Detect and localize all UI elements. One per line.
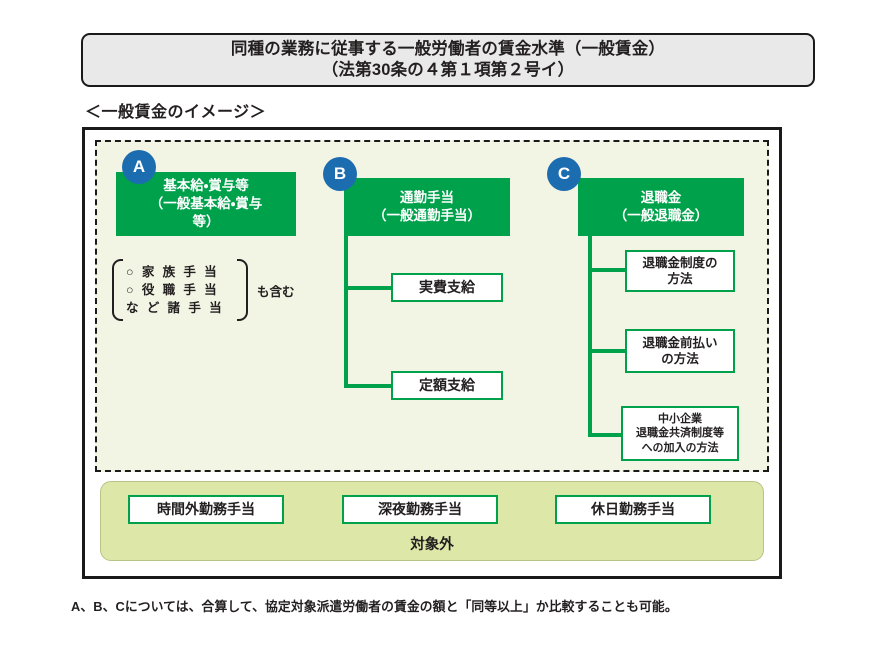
category-b-title-line-2: （一般通勤手当） [373, 208, 481, 223]
category-b-child-2[interactable]: 定額支給 [391, 371, 503, 400]
out-of-scope-label: 対象外 [410, 537, 454, 553]
allowance-group: ○ 家 族 手 当 ○ 役 職 手 当 な ど 諸 手 当 も含む [112, 259, 327, 321]
bracket-left-icon [112, 259, 123, 321]
excluded-item-1[interactable]: 時間外勤務手当 [128, 495, 284, 524]
category-c-child-2-label-line-2: の方法 [661, 352, 699, 366]
category-b-title-line-1: 通勤手当 [400, 189, 454, 205]
connector-b-trunk [344, 236, 348, 388]
page-title-line-1: 同種の業務に従事する一般労働者の賃金水準（一般賃金） [230, 39, 666, 58]
category-a-box[interactable]: 基本給・賞与等 （一般基本給・賞与 等） [116, 172, 296, 236]
category-c-child-3-label-line-1: 中小企業 [658, 413, 702, 426]
category-c-child-3[interactable]: 中小企業 退職金共済制度等 への加入の方法 [621, 406, 739, 461]
excluded-item-1-label: 時間外勤務手当 [157, 501, 255, 518]
category-c-child-1-label-line-2: 方法 [667, 272, 693, 286]
category-c-badge: C [547, 157, 581, 191]
category-c-title-line-1: 退職金 [640, 189, 682, 205]
excluded-item-3[interactable]: 休日勤務手当 [555, 495, 711, 524]
page-title-line-2: （法第30条の４第１項第２号イ） [321, 61, 575, 79]
connector-b-branch-2 [344, 384, 394, 388]
category-a-badge: A [122, 150, 156, 184]
excluded-item-2-label: 深夜勤務手当 [378, 501, 462, 518]
excluded-item-2[interactable]: 深夜勤務手当 [342, 495, 498, 524]
category-c-child-3-label-line-3: への加入の方法 [641, 441, 719, 454]
allowance-suffix-label: も含む [257, 284, 295, 299]
bracket-right-icon [237, 259, 248, 321]
allowance-item-1: ○ 家 族 手 当 [126, 264, 220, 279]
category-b-child-1-label: 実費支給 [419, 279, 475, 296]
allowance-item-3: な ど 諸 手 当 [126, 301, 224, 316]
connector-c-branch-2 [588, 349, 628, 353]
category-b-box[interactable]: 通勤手当 （一般通勤手当） [344, 178, 510, 236]
page-title-banner: 同種の業務に従事する一般労働者の賃金水準（一般賃金） （法第30条の４第１項第２… [81, 33, 815, 87]
out-of-scope-panel: 時間外勤務手当 深夜勤務手当 休日勤務手当 対象外 [100, 481, 764, 561]
category-b-child-1[interactable]: 実費支給 [391, 273, 503, 302]
connector-b-branch-1 [344, 286, 394, 290]
connector-c-branch-1 [588, 268, 628, 272]
excluded-item-3-label: 休日勤務手当 [591, 501, 675, 518]
connector-c-trunk [588, 236, 592, 437]
category-b-badge: B [323, 157, 357, 191]
category-c-title-line-2: （一般退職金） [613, 208, 709, 223]
category-c-child-2[interactable]: 退職金前払い の方法 [625, 329, 735, 373]
category-c-child-3-label-line-2: 退職金共済制度等 [636, 427, 724, 440]
category-c-child-1-label-line-1: 退職金制度の [642, 255, 718, 270]
connector-c-branch-3 [588, 433, 628, 437]
category-c-box[interactable]: 退職金 （一般退職金） [578, 178, 744, 236]
allowance-bracket: ○ 家 族 手 当 ○ 役 職 手 当 な ど 諸 手 当 [112, 259, 248, 321]
allowance-item-2: ○ 役 職 手 当 [126, 282, 220, 297]
category-a-title-line-1: 基本給・賞与等 [163, 177, 249, 193]
section-caption: ＜一般賃金のイメージ＞ [85, 104, 267, 121]
category-b-child-2-label: 定額支給 [419, 377, 475, 394]
footnote-text: A、B、Cについては、合算して、協定対象派遣労働者の賃金の額と「同等以上」か比較… [71, 599, 678, 614]
category-c-child-1[interactable]: 退職金制度の 方法 [625, 250, 735, 292]
category-a-title-line-3: 等） [192, 214, 220, 230]
category-a-title-line-2: （一般基本給・賞与 [149, 195, 263, 211]
category-c-child-2-label-line-1: 退職金前払い [642, 335, 718, 350]
